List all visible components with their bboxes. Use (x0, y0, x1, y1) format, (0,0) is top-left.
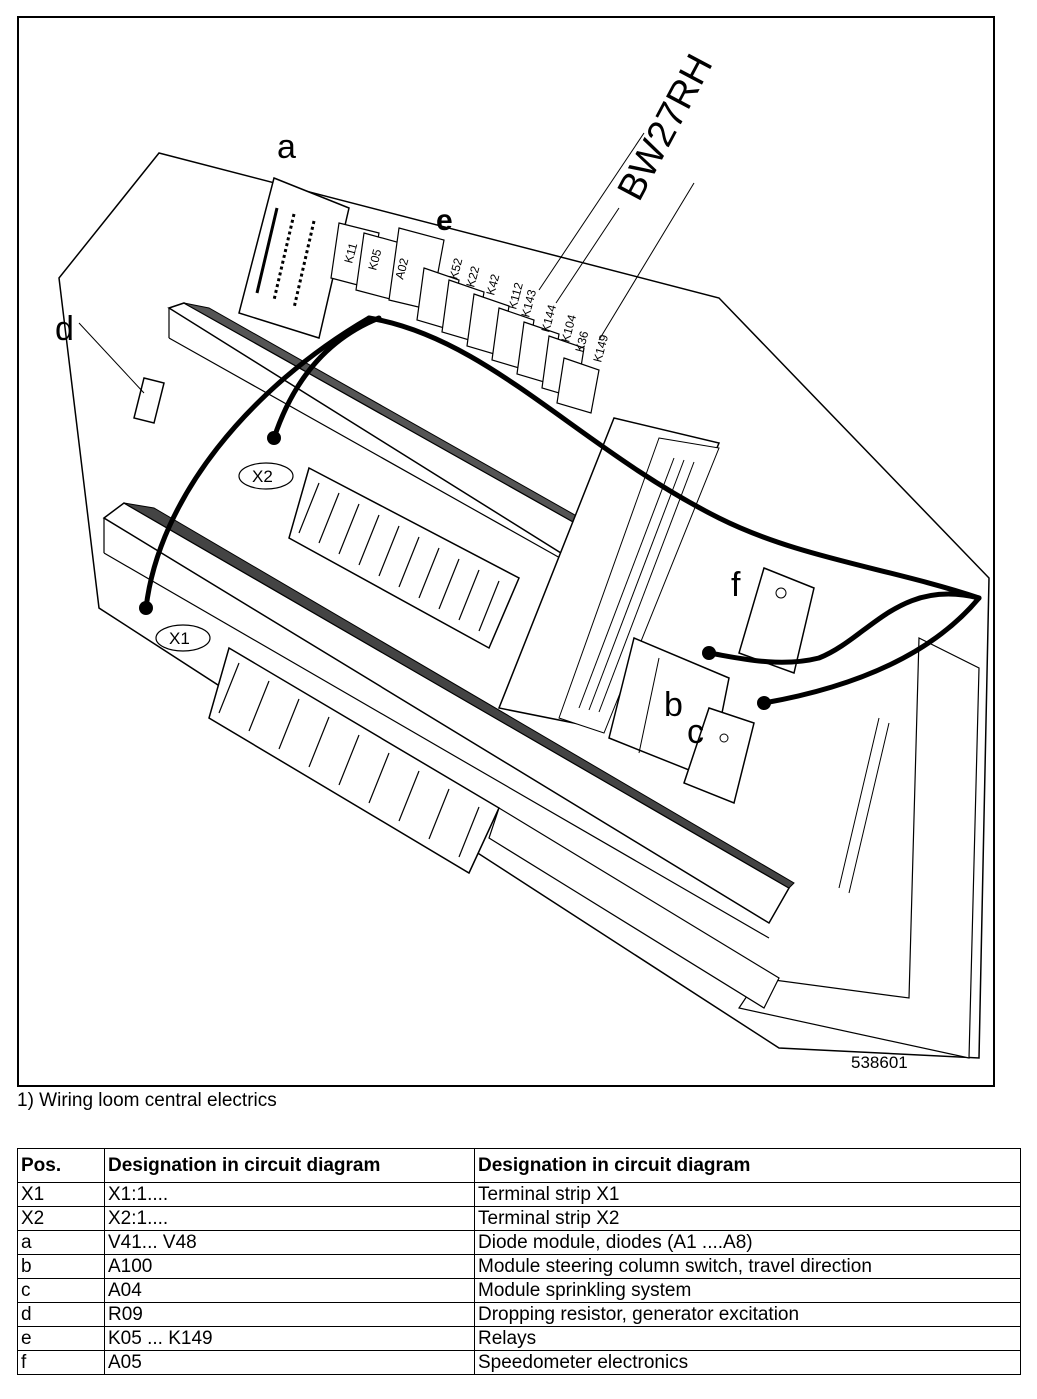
callout-e: e (436, 204, 453, 237)
svg-text:A02: A02 (392, 256, 411, 281)
relay-labels: K11 K05 A02 K52 K22 K42 K112 K143 K144 K… (341, 241, 611, 364)
cell-description: Module sprinkling system (474, 1278, 1021, 1303)
cell-description: Terminal strip X1 (474, 1182, 1021, 1207)
header-pos: Pos. (17, 1148, 105, 1183)
table-header-row: Pos. Designation in circuit diagram Desi… (17, 1148, 1021, 1183)
figure-number: 538601 (851, 1053, 908, 1072)
table-row: b A100 Module steering column switch, tr… (17, 1254, 1021, 1279)
cell-description: Dropping resistor, generator excitation (474, 1302, 1021, 1327)
cell-pos: d (17, 1302, 105, 1327)
callout-a: a (277, 128, 296, 166)
table-row: d R09 Dropping resistor, generator excit… (17, 1302, 1021, 1327)
diode-module-a (238, 176, 350, 339)
din-rail (488, 807, 780, 1009)
table-row: X1 X1:1.... Terminal strip X1 (17, 1182, 1021, 1207)
cell-description: Terminal strip X2 (474, 1206, 1021, 1231)
table-row: a V41... V48 Diode module, diodes (A1 ..… (17, 1230, 1021, 1255)
cell-description: Speedometer electronics (474, 1350, 1021, 1375)
callout-c: c (687, 713, 704, 751)
cable-duct-lower (102, 502, 795, 939)
cell-description: Module steering column switch, travel di… (474, 1254, 1021, 1279)
cell-description: Diode module, diodes (A1 ....A8) (474, 1230, 1021, 1255)
cell-pos: X2 (17, 1206, 105, 1231)
cell-circuit: A04 (104, 1278, 475, 1303)
terminal-strip-x1 (208, 646, 500, 875)
header-designation-circuit: Designation in circuit diagram (104, 1148, 475, 1183)
svg-text:X2: X2 (252, 467, 273, 486)
svg-text:K112: K112 (505, 281, 526, 311)
svg-text:K22: K22 (463, 264, 482, 289)
cell-circuit: R09 (104, 1302, 475, 1327)
figure-caption: 1) Wiring loom central electrics (17, 1090, 277, 1111)
cell-pos: e (17, 1326, 105, 1351)
cell-pos: f (17, 1350, 105, 1375)
terminal-strip-x2 (288, 466, 520, 650)
callout-x1: X1 (155, 624, 211, 652)
model-label: BW27RH (610, 48, 721, 208)
cell-circuit: V41... V48 (104, 1230, 475, 1255)
dropping-resistor-d (78, 322, 165, 424)
table-row: c A04 Module sprinkling system (17, 1278, 1021, 1303)
cell-circuit: K05 ... K149 (104, 1326, 475, 1351)
svg-text:K42: K42 (483, 272, 502, 297)
svg-text:K52: K52 (446, 256, 465, 281)
cell-circuit: A100 (104, 1254, 475, 1279)
relay-block-e (330, 222, 600, 414)
svg-text:X1: X1 (169, 629, 190, 648)
module-f (738, 566, 815, 674)
cell-pos: c (17, 1278, 105, 1303)
callout-d: d (55, 310, 74, 348)
svg-text:K11: K11 (341, 241, 360, 265)
cell-circuit: X2:1.... (104, 1206, 475, 1231)
wiring-loom-illustration: K11 K05 A02 K52 K22 K42 K112 K143 K144 K… (55, 48, 990, 1072)
cell-circuit: A05 (104, 1350, 475, 1375)
wiring-loom (143, 315, 982, 706)
svg-text:K36: K36 (572, 329, 591, 354)
callout-x2: X2 (238, 462, 294, 490)
svg-text:K05: K05 (365, 247, 384, 272)
cell-pos: X1 (17, 1182, 105, 1207)
table-row: f A05 Speedometer electronics (17, 1350, 1021, 1375)
module-c (683, 707, 755, 805)
model-leader-lines (538, 132, 695, 341)
table-row: e K05 ... K149 Relays (17, 1326, 1021, 1351)
cable-duct-vertical (497, 417, 721, 734)
callout-b: b (664, 686, 683, 724)
cell-pos: a (17, 1230, 105, 1255)
header-designation-description: Designation in circuit diagram (474, 1148, 1021, 1183)
cell-pos: b (17, 1254, 105, 1279)
figure-frame: K11 K05 A02 K52 K22 K42 K112 K143 K144 K… (17, 16, 995, 1087)
plate-right-flange (738, 637, 980, 1059)
table-row: X2 X2:1.... Terminal strip X2 (17, 1206, 1021, 1231)
cell-description: Relays (474, 1326, 1021, 1351)
callout-f: f (731, 566, 741, 604)
cell-circuit: X1:1.... (104, 1182, 475, 1207)
designation-table: Pos. Designation in circuit diagram Desi… (17, 1148, 1021, 1375)
